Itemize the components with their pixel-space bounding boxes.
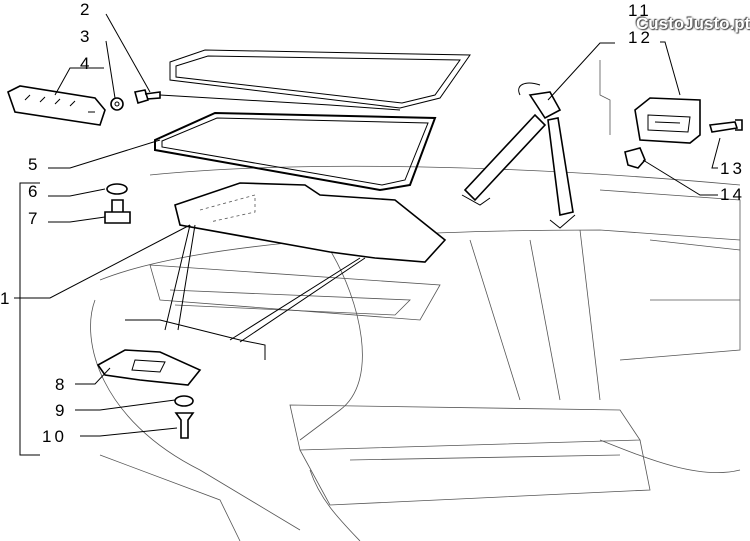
callout-2: 2 <box>80 0 92 19</box>
part-3-washer <box>110 97 124 111</box>
part-11-strut <box>461 82 576 229</box>
part-7-bolt <box>104 199 131 224</box>
callout-1: 1 <box>0 289 12 308</box>
leader-lines <box>14 13 721 456</box>
part-10-screw <box>174 412 195 439</box>
callout-10: 10 <box>42 427 67 446</box>
part-2-screw <box>134 89 161 105</box>
callout-4: 4 <box>80 54 92 73</box>
sunroof-seal <box>154 111 437 192</box>
callout-11: 11 <box>628 1 652 20</box>
part-8-bracket <box>96 349 202 386</box>
callout-5: 5 <box>28 155 40 174</box>
car-body-outline <box>90 60 741 541</box>
part-12-bracket <box>634 97 701 144</box>
callout-6: 6 <box>28 182 40 201</box>
part-9-washer <box>174 395 194 407</box>
callout-13: 13 <box>720 159 745 178</box>
part-6-washer <box>106 183 128 195</box>
watermark-logo: CustoJusto.pt <box>636 14 750 33</box>
callout-9: 9 <box>55 401 67 420</box>
callout-7: 7 <box>28 209 40 228</box>
callout-14: 14 <box>720 185 745 204</box>
part-14-clip <box>624 147 646 169</box>
callout-12: 12 <box>628 28 653 47</box>
callout-3: 3 <box>80 27 92 46</box>
callout-8: 8 <box>55 375 67 394</box>
sunroof-panel <box>174 182 447 263</box>
part-13-screw <box>708 119 743 133</box>
part-4-handle <box>7 85 106 126</box>
sunroof-glass <box>169 49 471 109</box>
